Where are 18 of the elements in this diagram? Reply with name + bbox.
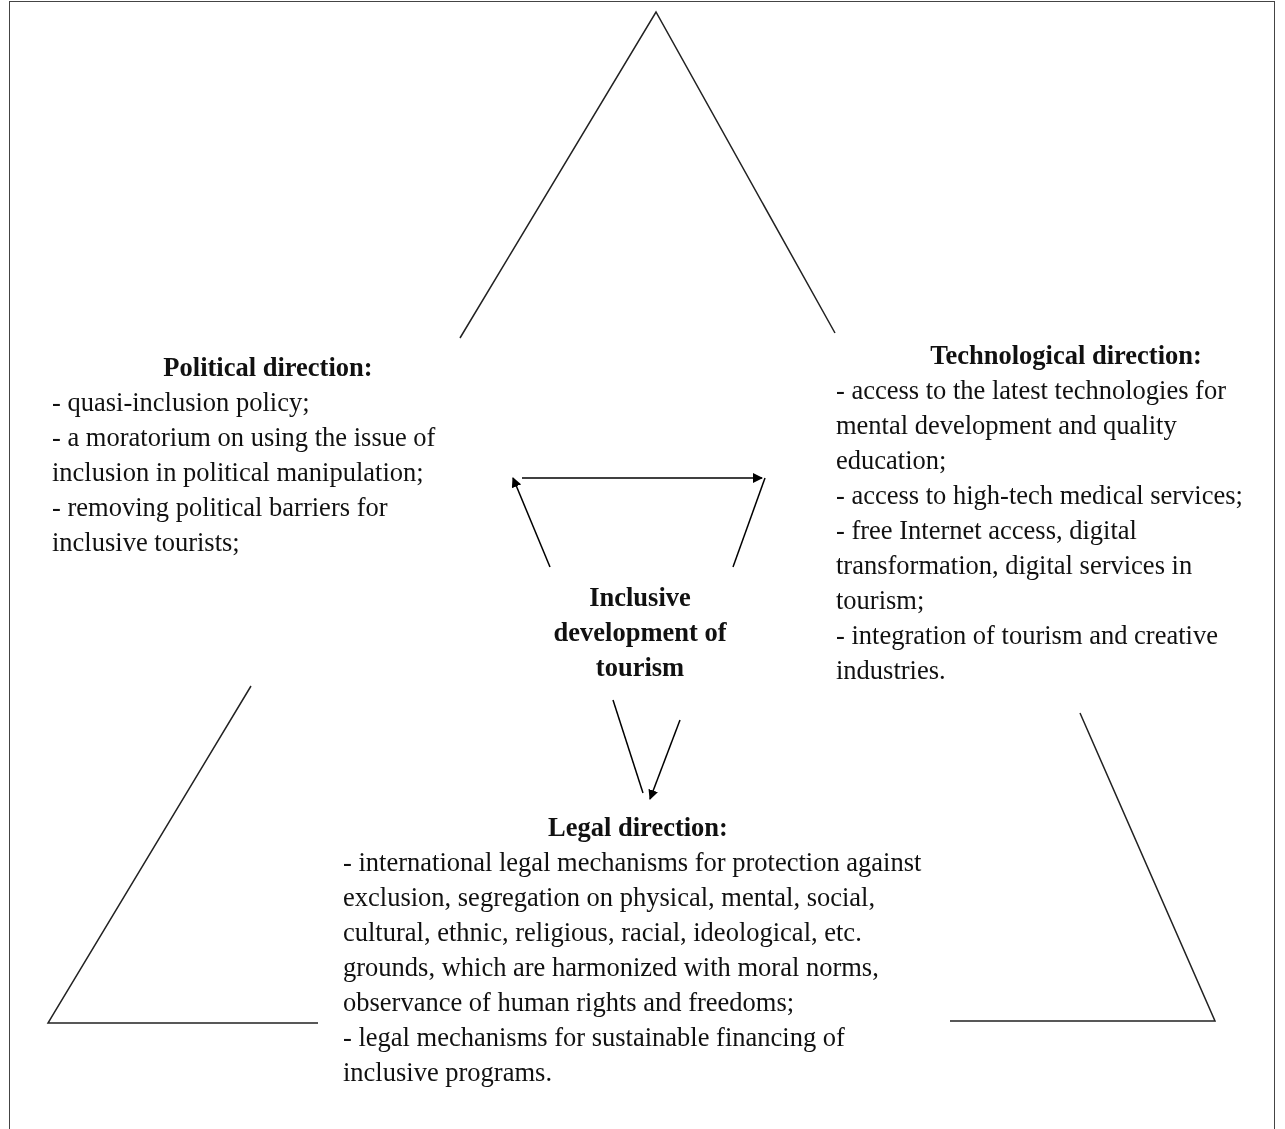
direction-heading: Technological direction: [929, 339, 1203, 372]
list-item: - a moratorium on using the issue of inclusion in political manipulation; [52, 421, 437, 489]
direction-heading: Legal direction: [547, 811, 729, 844]
direction-heading: Political direction: [162, 351, 374, 384]
arrow [521, 473, 763, 483]
connector-line [732, 477, 766, 568]
list-item: - free Internet access, digital transformation, digital services in tourism; [836, 514, 1194, 617]
connector-line [612, 699, 644, 794]
center-label: Inclusive development of tourism [552, 581, 728, 684]
list-item: - international legal mechanisms for protection against exclusion, segregation on physical, mental, social, cultural, ethnic, religious, racial, ideological, etc. grounds, which are harmonized with moral norms, observance of human rights and freedoms; [343, 846, 923, 1019]
list-item: - removing political barriers for inclusive tourists; [52, 491, 389, 559]
list-item: - legal mechanisms for sustainable financing of inclusive programs. [343, 1021, 846, 1089]
list-item: - integration of tourism and creative industries. [836, 619, 1219, 687]
list-item: - access to the latest technologies for mental development and quality education; [836, 374, 1227, 477]
list-item: - quasi-inclusion policy; [52, 386, 311, 419]
arrow [511, 477, 551, 568]
arrow [648, 719, 681, 800]
list-item: - access to high-tech medical services; [836, 479, 1244, 512]
